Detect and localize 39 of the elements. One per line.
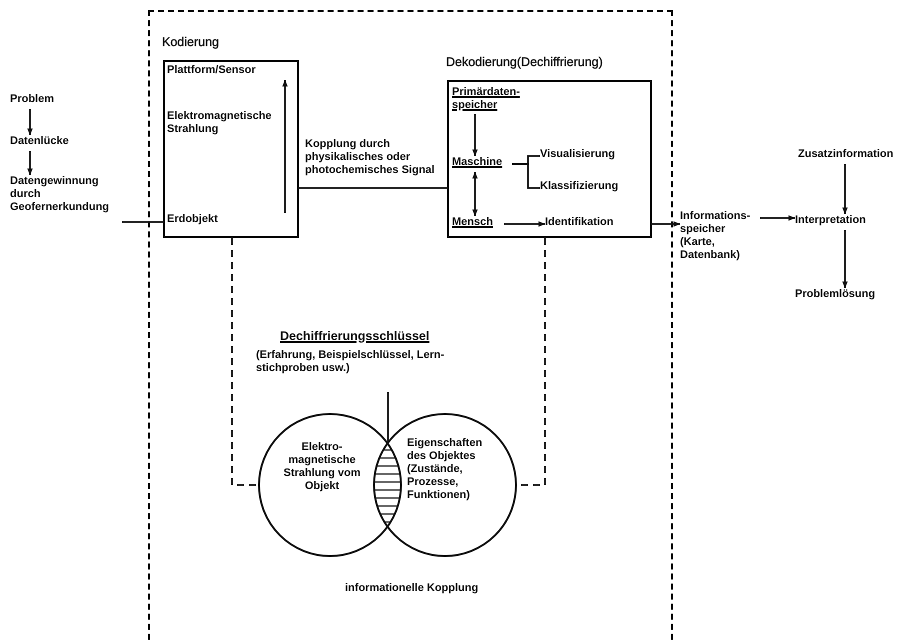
- key-note: (Erfahrung, Beispielschlüssel, Lern- stichproben usw.): [256, 349, 446, 375]
- arrow: [842, 230, 848, 288]
- box-heading: Dekodierung(Dechiffrierung): [446, 56, 603, 69]
- connector-line: [299, 187, 447, 189]
- node-label: Identifikation: [545, 216, 645, 232]
- arrow: [282, 80, 288, 213]
- circle-label: Eigenschaften des Objektes (Zustände, Prozesse, Funktionen): [407, 437, 484, 502]
- node-label: Interpretation: [795, 214, 895, 230]
- node-label: Problem: [10, 93, 70, 109]
- caption-text: informationelle Kopplung: [345, 582, 478, 595]
- node-label: Zusatzinformation: [798, 148, 916, 164]
- node-label: Visualisierung: [540, 148, 645, 164]
- arrow: [760, 215, 796, 221]
- arrow: [27, 151, 33, 176]
- node-label: Datengewinnung durch Geofernerkundung: [10, 175, 122, 227]
- node-label: Mensch: [452, 216, 504, 232]
- arrow: [472, 172, 478, 216]
- node-label: Elektromagnetische Strahlung: [167, 110, 295, 140]
- node-label: Erdobjekt: [167, 213, 292, 229]
- node-label: Klassifizierung: [540, 180, 645, 196]
- node-label: Primärdaten- speicher: [452, 86, 542, 114]
- node-label: Problemlösung: [795, 288, 905, 304]
- arrow: [652, 221, 680, 227]
- node-label: Datenlücke: [10, 135, 90, 151]
- venn-circle: [258, 413, 402, 557]
- arrow: [504, 221, 546, 227]
- node-label: Informations- speicher (Karte, Datenbank): [680, 210, 760, 280]
- connector-line: [122, 221, 163, 223]
- venn-circle: [373, 413, 517, 557]
- key-heading: Dechiffrierungsschlüssel: [280, 330, 430, 343]
- arrow: [27, 109, 33, 136]
- node-label: Plattform/Sensor: [167, 64, 295, 80]
- arrow: [842, 164, 848, 214]
- dashed-connector: [231, 238, 258, 486]
- circle-label: Elektro- magnetische Strahlung vom Objekt: [282, 441, 362, 493]
- bracket-line: [512, 163, 540, 189]
- node-label: Maschine: [452, 156, 512, 172]
- box-heading: Kodierung: [162, 36, 219, 49]
- arrow: [472, 114, 478, 156]
